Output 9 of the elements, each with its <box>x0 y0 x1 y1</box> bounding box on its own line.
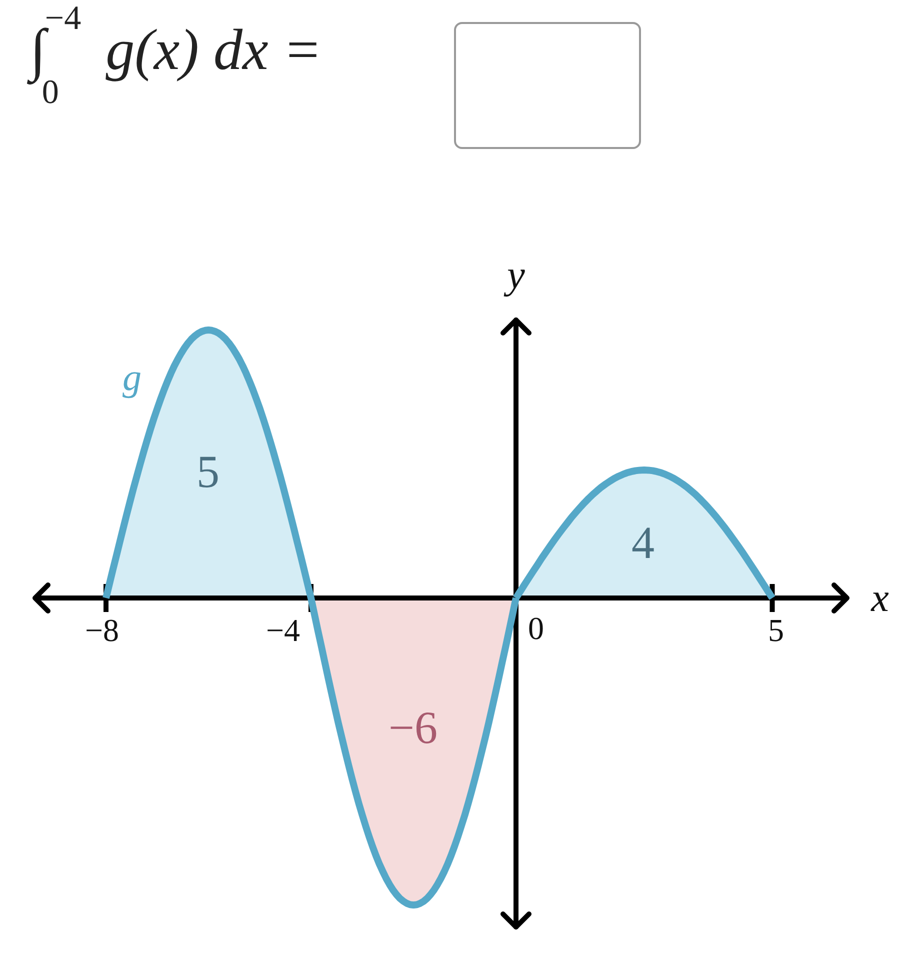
curve-label: g <box>122 359 142 397</box>
area-value: −6 <box>388 705 438 751</box>
tick-label: 0 <box>528 612 544 644</box>
tick-label: −8 <box>84 614 120 646</box>
axis-label: x <box>871 578 889 618</box>
area-value: 5 <box>196 449 220 495</box>
area-value: 4 <box>632 520 654 566</box>
tick-label: 5 <box>768 614 784 646</box>
tick-label: −4 <box>266 614 300 646</box>
